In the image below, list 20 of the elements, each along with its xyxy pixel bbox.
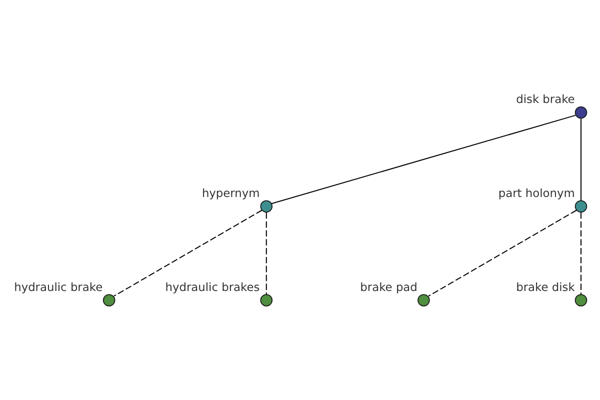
connector: [428, 210, 577, 297]
node-label: disk brake: [516, 92, 575, 106]
node-circle: [102, 294, 116, 306]
node-circle: [574, 200, 588, 212]
connector: [580, 118, 582, 201]
node-label: hydraulic brakes: [165, 280, 260, 294]
node-circle: [418, 294, 430, 306]
node-label: brake disk: [516, 280, 575, 294]
connector: [266, 212, 267, 294]
node-circle: [574, 294, 588, 306]
node-circle: [574, 106, 588, 119]
connector: [271, 114, 576, 204]
node-label: hydraulic brake: [14, 280, 103, 294]
connector: [114, 210, 262, 297]
node-label: hypernym: [202, 186, 260, 200]
connector: [580, 212, 582, 294]
node-label: part holonym: [498, 186, 575, 200]
node-circle: [260, 200, 273, 212]
node-circle: [260, 294, 273, 306]
node-label: brake pad: [360, 280, 418, 294]
